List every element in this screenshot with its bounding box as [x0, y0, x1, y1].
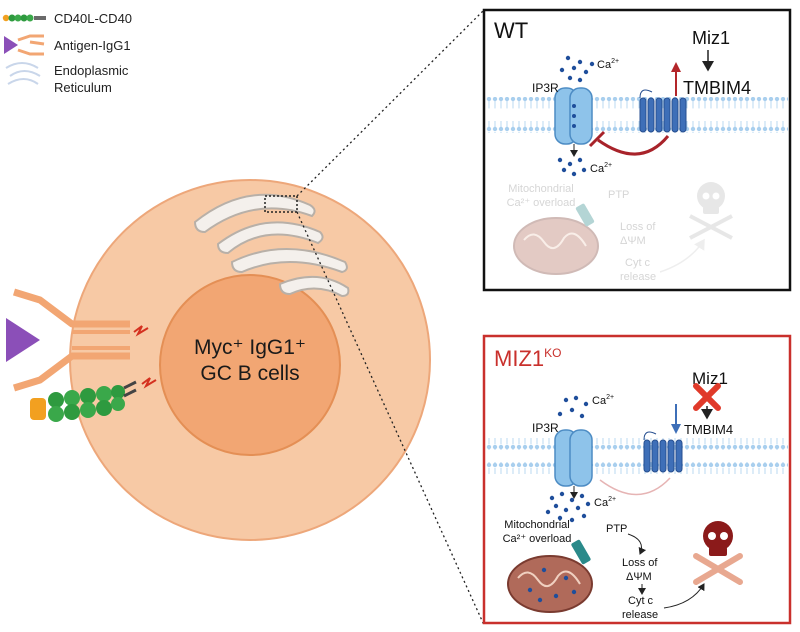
ko-ca-top-label: Ca2+ [592, 394, 614, 407]
ko-membrane-outer [486, 438, 788, 450]
ko-ca-dots-bottom [545, 491, 591, 523]
wt-ca-top-label: Ca2+ [597, 58, 619, 71]
antigen-igg1-legend-icon [4, 34, 45, 56]
wt-tmbim4-protein [639, 89, 687, 133]
wt-ip3r-channel [554, 87, 593, 145]
ko-skull-icon [693, 521, 743, 585]
signal-bolt-icon [141, 377, 157, 389]
ko-ip3r-label: IP3R [532, 421, 559, 435]
wt-panel-frame [482, 8, 792, 292]
cell-nucleus [159, 274, 341, 456]
wt-mito-label-2: Ca²⁺ overload [507, 197, 576, 209]
wt-cyt-label-1: Cyt c [625, 257, 651, 269]
ko-title: MIZ1KO [494, 346, 561, 371]
legend-label-er-2: Reticulum [54, 80, 112, 95]
ko-ptp-pore [571, 539, 591, 565]
wt-greyed-pathway: Mitochondrial Ca²⁺ overload PTP Loss of … [507, 182, 733, 283]
wt-tmbim4-label: TMBIM4 [683, 78, 751, 98]
wt-ptp-label: PTP [608, 189, 629, 201]
wt-mito-label-1: Mitochondrial [508, 183, 573, 195]
wt-miz1-label: Miz1 [692, 28, 730, 48]
legend-label-er-1: Endoplasmic [54, 63, 129, 78]
antigen-igg1-receptor [6, 288, 149, 392]
wt-mitochondrion [513, 217, 599, 275]
zoom-line-bottom [296, 211, 485, 626]
er-legend-icon [5, 62, 41, 85]
ko-cyt-label-2: release [622, 609, 658, 621]
wt-cyt-label-2: release [620, 271, 656, 283]
ko-membrane-inner [486, 462, 788, 474]
wt-inhibition-bar [588, 130, 606, 148]
ko-tmbim4-label: TMBIM4 [684, 422, 733, 437]
ko-weak-inhibition [599, 477, 671, 496]
ko-ptp-label: PTP [606, 523, 627, 535]
ko-loss-label-1: Loss of [622, 557, 658, 569]
wt-membrane-inner [486, 121, 788, 133]
wt-ip3r-label: IP3R [532, 81, 559, 95]
ko-miz1-cross-icon [693, 383, 721, 411]
endoplasmic-reticulum [193, 193, 350, 298]
wt-ca-bottom-label: Ca2+ [590, 162, 612, 175]
wt-title: WT [494, 18, 528, 43]
legend-label-cd40: CD40L-CD40 [54, 11, 132, 26]
cd40l-cd40-legend-icon [2, 14, 46, 22]
wt-panel: WT Miz1 TMBIM4 IP3R [482, 8, 792, 292]
wt-loss-label-1: Loss of [620, 221, 656, 233]
ko-mito-label-1: Mitochondrial [504, 519, 569, 531]
wt-inhibition-arc [597, 135, 670, 156]
zoom-box [264, 195, 298, 213]
wt-skull-icon [689, 182, 733, 240]
wt-loss-label-2: ΔΨM [620, 235, 646, 247]
wt-ca-dots-top [559, 55, 595, 83]
legend-label-igg1: Antigen-IgG1 [54, 38, 131, 53]
zoom-line-top [296, 9, 485, 197]
ko-ca-bottom-label: Ca2+ [594, 496, 616, 509]
gc-b-cell [69, 179, 431, 541]
ko-mito-label-2: Ca²⁺ overload [503, 533, 572, 545]
ko-ca-dots-top [557, 395, 589, 419]
cd40l-cd40-receptor [30, 377, 157, 422]
ko-tmbim4-protein [643, 431, 683, 473]
ko-cyt-label-1: Cyt c [628, 595, 654, 607]
cell-label-line2: GC B cells [200, 362, 299, 385]
ko-panel: MIZ1KO Miz1 TMBIM4 IP3R Ca2+ [482, 334, 792, 625]
ko-ip3r-channel [554, 429, 593, 487]
cell-label-line1: Myc⁺ IgG1⁺ [194, 336, 306, 359]
signal-bolt-icon [133, 325, 149, 337]
ko-loss-label-2: ΔΨM [626, 571, 652, 583]
legend: CD40L-CD40 Antigen-IgG1 Endoplasmic Reti… [2, 11, 132, 95]
wt-membrane-outer [486, 97, 788, 109]
wt-ca-dots-bottom [557, 157, 587, 177]
ko-mitochondrion [507, 539, 593, 613]
